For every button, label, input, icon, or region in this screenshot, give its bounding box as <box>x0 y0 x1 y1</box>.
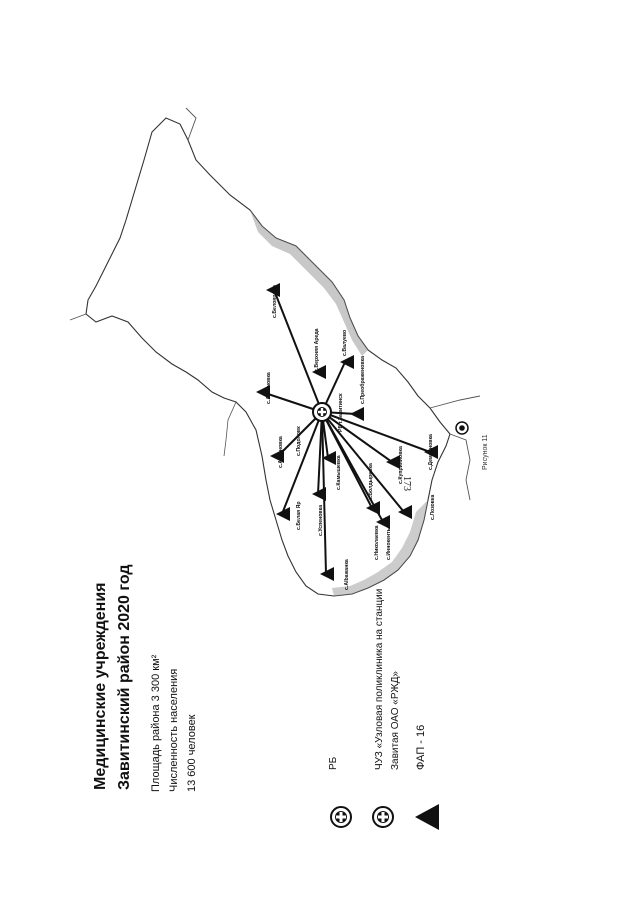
settlement-label: с.Верхняя Ареда <box>314 328 320 372</box>
settlement-label: с.Белая Яр <box>296 502 302 531</box>
settlement-label: с.Антоновка <box>266 372 272 404</box>
fap-markers <box>256 283 438 581</box>
district-boundary <box>85 117 451 597</box>
neighbour-boundary <box>69 107 481 501</box>
settlement-label: с.Николаевка <box>374 525 380 560</box>
legend-fap-icon <box>415 804 439 830</box>
district-hospital-marker <box>312 402 332 422</box>
legend-rb-icon <box>330 806 352 828</box>
settlement-label: с.Валуево <box>342 330 348 356</box>
settlement-labels: с.Антоновка с.Белая Яр с.Успеновка с.Alb… <box>266 285 436 590</box>
settlement-label: с.Куприяновка <box>398 446 404 484</box>
settlement-label: с.Преображеновка <box>359 356 366 404</box>
settlement-label: с.Белоярово <box>272 285 278 318</box>
settlement-label: с.Лозовка <box>430 495 436 520</box>
settlement-label: с.Камышевка <box>336 455 342 490</box>
settlement-label: с.Антоновка <box>278 436 284 468</box>
inner-boundary <box>223 401 237 457</box>
settlement-label: с.Успеновка <box>318 505 324 536</box>
settlement-label: с.Albaжанка <box>344 559 350 590</box>
settlement-label: с.Болдыревка <box>368 463 374 500</box>
border-shading <box>250 210 368 356</box>
railway-clinic-marker <box>455 421 469 435</box>
settlement-label: с.Демьяновка <box>428 434 434 470</box>
settlement-label: с.Иннокентьевка <box>386 516 392 560</box>
settlement-label: с.Подоловк <box>296 426 302 456</box>
legend-uz-icon <box>372 806 394 828</box>
border-shading-south <box>332 500 428 596</box>
center-label: РБ г.Завитинск <box>338 393 344 432</box>
